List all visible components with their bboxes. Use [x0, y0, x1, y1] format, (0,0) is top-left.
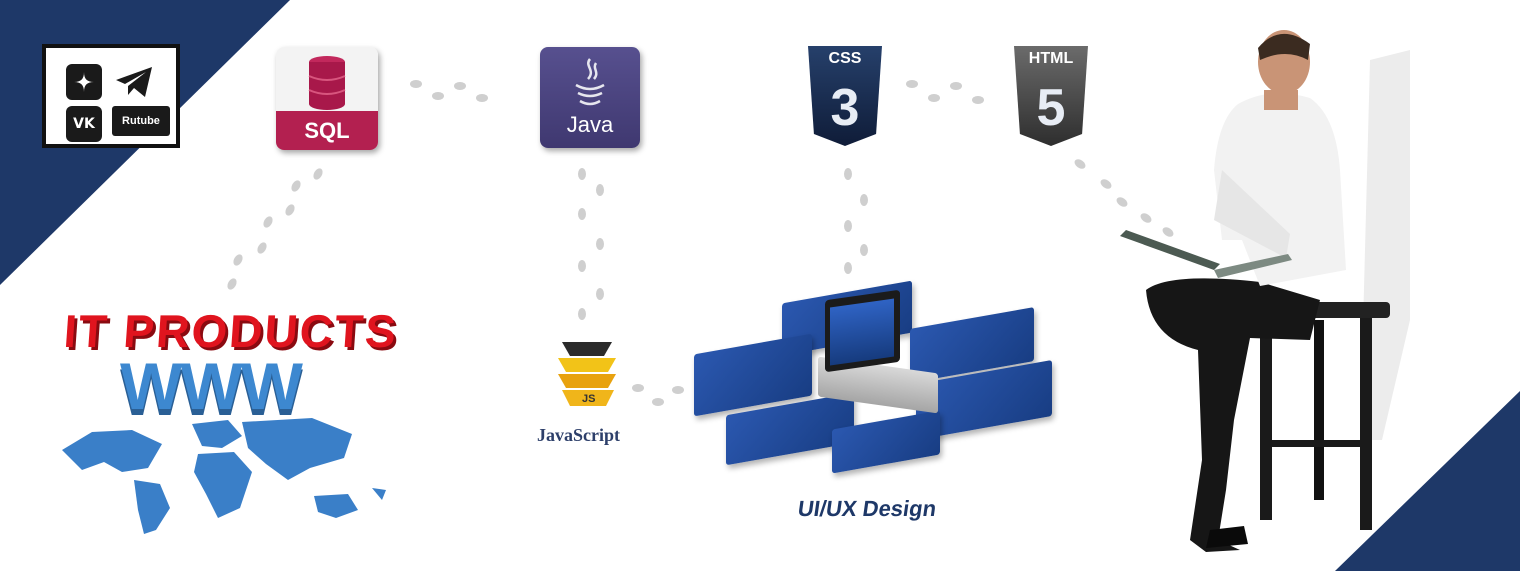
rutube-label: Rutube [122, 115, 160, 127]
css-caption: CSS [828, 50, 862, 67]
telegram-icon[interactable] [112, 64, 156, 100]
www-title: WWW [120, 349, 303, 423]
coffee-cup-icon [575, 58, 605, 106]
world-map-image [62, 418, 386, 534]
css3-shield: CSS 3 [808, 46, 882, 146]
html-number: 5 [1036, 79, 1066, 137]
rutube-icon[interactable]: Rutube [112, 106, 170, 136]
css-number: 3 [830, 79, 860, 137]
sql-tile: SQL [276, 47, 378, 150]
sql-label: SQL [304, 118, 350, 143]
database-icon [308, 56, 346, 110]
laptop-display [830, 298, 894, 366]
javascript-label: JavaScript [537, 425, 620, 445]
person-with-laptop-image [1120, 30, 1410, 552]
html5-shield: HTML 5 [1014, 46, 1088, 146]
vk-icon[interactable]: VK [66, 106, 102, 142]
dzen-icon[interactable] [66, 64, 102, 100]
social-links-panel: VK Rutube [42, 44, 180, 148]
uiux-design-label: UI/UX Design [796, 496, 938, 521]
java-label: Java [566, 112, 614, 137]
html-caption: HTML [1028, 50, 1074, 67]
javascript-stack-icon: JS [558, 342, 616, 406]
svg-text:JS: JS [582, 393, 595, 405]
java-tile: Java [540, 47, 640, 148]
